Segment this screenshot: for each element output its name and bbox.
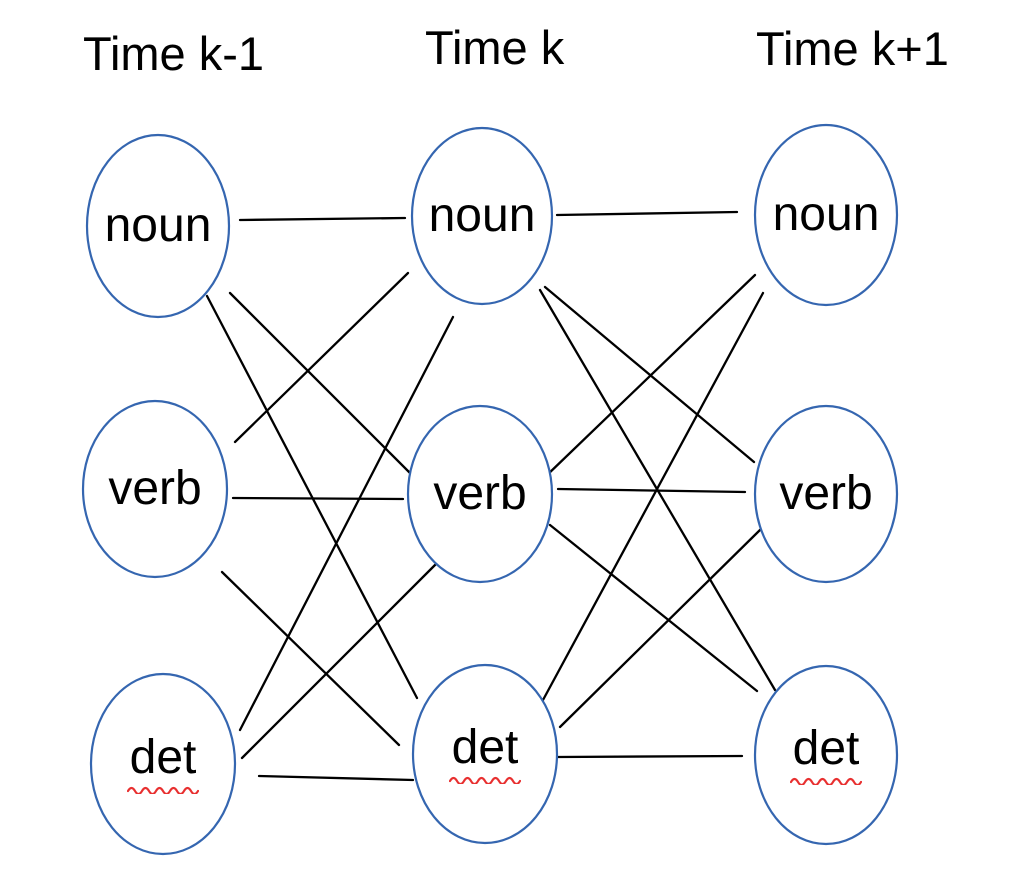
edge-lines xyxy=(205,210,777,782)
edge-kdet-k2noun xyxy=(541,291,765,702)
column-header-time-k: Time k xyxy=(425,21,565,74)
edge-k1verb-kdet xyxy=(220,570,401,747)
node-ellipse-k-noun xyxy=(410,126,554,306)
edge-kdet-k2verb xyxy=(558,526,764,729)
edge-k1verb-kverb xyxy=(231,496,405,501)
edge-kverb-k2det xyxy=(548,523,759,693)
edge-kdet-k2det xyxy=(556,754,744,759)
node-ellipse-k2-noun xyxy=(753,123,899,307)
column-header-time-k-1: Time k-1 xyxy=(83,27,265,80)
node-ellipse-k1-det xyxy=(89,672,237,856)
node-ellipse-k-det xyxy=(411,663,559,845)
edge-k1noun-knoun xyxy=(238,216,407,222)
edge-k1noun-kdet xyxy=(205,294,419,700)
edge-k1det-knoun xyxy=(238,315,455,732)
column-header-time-k-plus-1: Time k+1 xyxy=(756,22,949,75)
edge-kverb-k2verb xyxy=(556,487,747,494)
edge-k1det-kdet xyxy=(257,774,415,782)
node-ellipse-k1-noun xyxy=(85,133,231,319)
edge-k1det-kverb xyxy=(240,560,440,760)
state-ellipses xyxy=(81,123,899,856)
node-ellipse-k1-verb xyxy=(81,399,229,579)
node-ellipse-k-verb xyxy=(406,404,554,584)
node-ellipse-k2-verb xyxy=(753,404,899,584)
node-ellipse-k2-det xyxy=(753,664,899,846)
edge-kverb-k2noun xyxy=(543,273,757,479)
edge-knoun-k2verb xyxy=(543,285,756,464)
edge-k1verb-knoun xyxy=(233,271,410,444)
edge-k1noun-kverb xyxy=(228,291,419,482)
edge-knoun-k2noun xyxy=(555,210,739,217)
